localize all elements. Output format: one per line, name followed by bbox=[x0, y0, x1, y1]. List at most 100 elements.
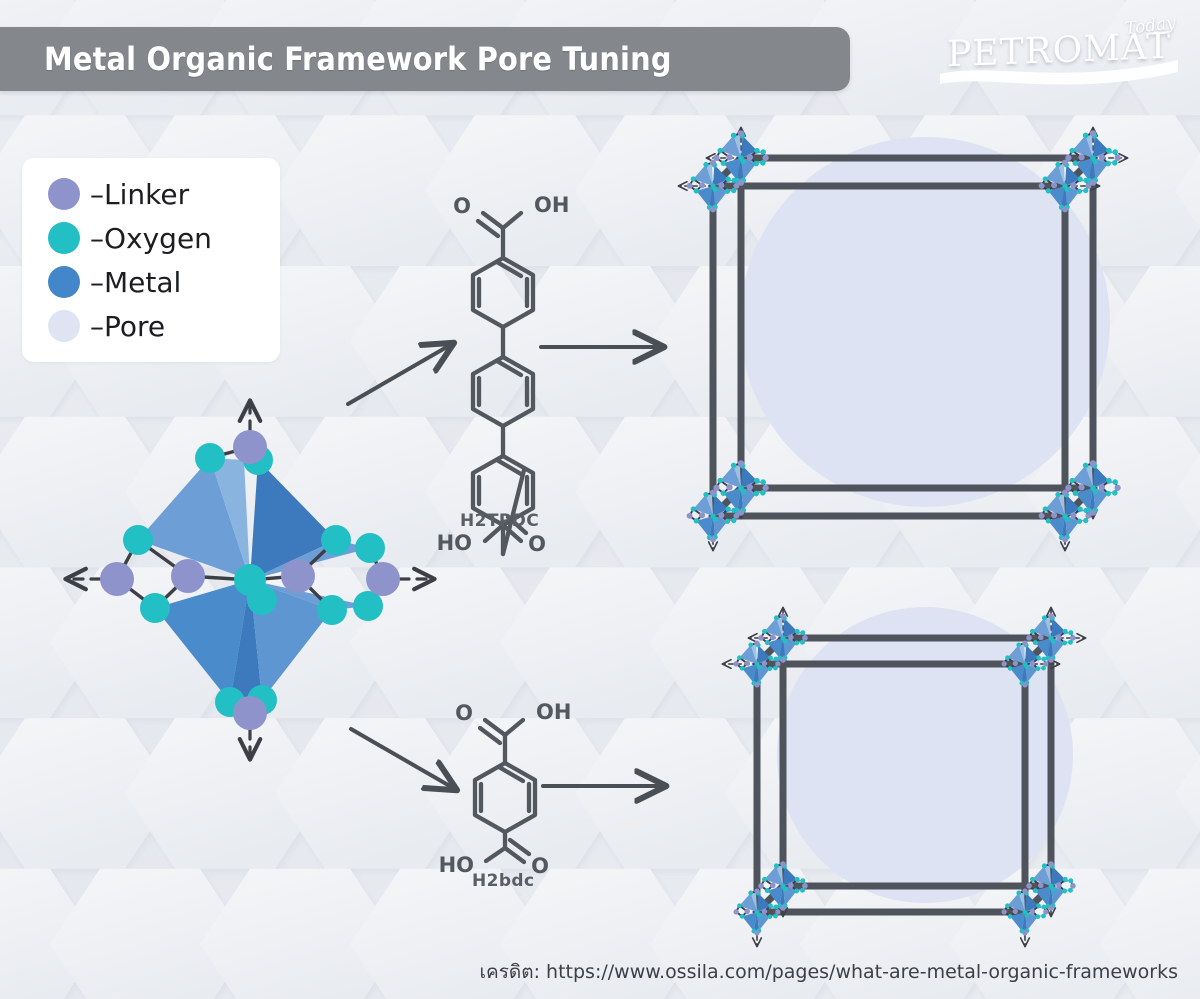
linker-node bbox=[1029, 660, 1036, 667]
legend-label-linker: –Linker bbox=[90, 177, 190, 211]
oxygen-node bbox=[195, 443, 225, 473]
h2tpdc-bottom-carboxyl bbox=[500, 467, 527, 557]
oxygen-node bbox=[1032, 888, 1038, 894]
oxygen-node bbox=[1062, 628, 1068, 634]
oxygen-node bbox=[690, 176, 696, 182]
linker-node bbox=[1051, 512, 1058, 519]
oxygen-node bbox=[1062, 640, 1068, 646]
oxygen-node bbox=[712, 516, 718, 523]
linker-node bbox=[1062, 206, 1068, 213]
face-upper-mid bbox=[705, 164, 713, 186]
background-hexagon bbox=[950, 0, 1150, 116]
legend-item-pore: –Pore bbox=[22, 304, 280, 348]
oxygen-node bbox=[1045, 188, 1051, 194]
linker-node bbox=[1056, 882, 1062, 889]
background-hexagon bbox=[500, 868, 700, 999]
linker-node bbox=[281, 559, 315, 593]
oxygen-node bbox=[1042, 506, 1048, 512]
corner-sbu-cluster bbox=[758, 613, 808, 663]
face-lower-left bbox=[1010, 664, 1025, 684]
linker-node bbox=[710, 536, 716, 543]
bdc-ring-dbl-c bbox=[496, 764, 526, 784]
corner-sbu-cluster bbox=[758, 861, 808, 911]
sbu-linker-nodes bbox=[733, 640, 781, 688]
oxygen-node bbox=[717, 477, 724, 484]
oxygen-node bbox=[731, 517, 737, 524]
arrow-cluster-to-tpdc bbox=[346, 344, 452, 406]
corner-sbu-cluster bbox=[1065, 460, 1121, 516]
bdc-bond-c-o-top-dbl bbox=[477, 725, 503, 746]
linker-node bbox=[1037, 634, 1044, 641]
linker-node bbox=[737, 130, 745, 137]
oxygen-node bbox=[355, 533, 385, 563]
face-lower-left bbox=[1075, 488, 1093, 511]
corner-sbu-cluster bbox=[1038, 159, 1092, 213]
oxygen-node bbox=[794, 876, 800, 882]
linker-node bbox=[1085, 512, 1092, 519]
atom-O-top: O bbox=[453, 194, 471, 218]
linker-node bbox=[1089, 130, 1097, 137]
h2tpdc-atom-labels-bottom: HO O bbox=[437, 531, 546, 556]
arrow-cluster-to-bdc bbox=[349, 727, 455, 789]
legend-swatch-linker bbox=[48, 178, 80, 210]
oxygen-node bbox=[703, 491, 709, 498]
molecule-h2tpdc bbox=[470, 210, 536, 557]
oxygen-node bbox=[1024, 664, 1030, 670]
oxygen-node bbox=[1035, 914, 1041, 920]
background-hexagon bbox=[800, 868, 1000, 999]
face-lower-mid bbox=[1061, 186, 1068, 208]
linker-node bbox=[713, 484, 720, 491]
oxygen-node bbox=[754, 147, 760, 154]
h2bdc-atom-labels: O OH HO O bbox=[439, 700, 572, 878]
oxygen-node bbox=[1082, 462, 1089, 469]
background-hexagon bbox=[425, 115, 625, 266]
linker-node bbox=[1048, 905, 1054, 911]
background-hexagon bbox=[350, 567, 550, 719]
face-lower-left bbox=[1075, 158, 1093, 181]
face-upper-right bbox=[783, 618, 798, 638]
face-upper-mid bbox=[750, 644, 757, 664]
linker-node bbox=[710, 206, 716, 213]
bdc-atom-HO-bottom: HO bbox=[439, 853, 474, 877]
atom-OH-top: OH bbox=[534, 193, 569, 217]
linker-node bbox=[1114, 484, 1121, 491]
oxygen-node bbox=[760, 490, 766, 496]
linker-node bbox=[1065, 154, 1072, 161]
linker-node bbox=[1037, 882, 1044, 889]
oxygen-node bbox=[764, 888, 770, 894]
background-hexagon bbox=[125, 718, 325, 869]
oxygen-node bbox=[1072, 490, 1079, 496]
face-upper-mid bbox=[733, 135, 741, 158]
oxygen-node bbox=[353, 591, 383, 621]
oxygen-node bbox=[1030, 876, 1035, 882]
linker-node bbox=[788, 634, 794, 641]
sbu-linker-nodes bbox=[1001, 888, 1049, 936]
oxygen-node bbox=[748, 642, 754, 648]
face-upper-right bbox=[1065, 494, 1081, 516]
face-lower-mid bbox=[1061, 516, 1068, 538]
pore-circle-large bbox=[740, 137, 1110, 507]
face-lower-mid bbox=[1089, 488, 1096, 511]
corner-sbu-cluster bbox=[686, 159, 740, 213]
face-lower-mid bbox=[709, 516, 716, 538]
ring3-dbl-c bbox=[494, 457, 524, 477]
face-upper-left bbox=[1032, 865, 1051, 886]
ring2-dbl-c bbox=[494, 358, 524, 378]
linker-node bbox=[761, 908, 768, 915]
oxygen-node bbox=[1077, 176, 1083, 182]
linker-node bbox=[780, 657, 786, 663]
face-upper-right bbox=[1065, 164, 1081, 186]
oxygen-node bbox=[1005, 655, 1010, 661]
linker-node bbox=[744, 660, 750, 667]
oxygen-node bbox=[1083, 187, 1089, 194]
oxygen-node bbox=[756, 912, 762, 918]
legend-panel: –Linker –Oxygen –Metal –Pore bbox=[22, 158, 280, 362]
oxygen-node bbox=[1069, 147, 1076, 154]
bdc-atom-O-top: O bbox=[455, 701, 473, 725]
background-hexagon bbox=[0, 718, 175, 869]
oxygen-node bbox=[1055, 491, 1061, 498]
bdc-bond-c-oh-top bbox=[502, 717, 526, 738]
linker-node bbox=[746, 154, 754, 161]
sbu-cluster-large bbox=[67, 402, 433, 758]
